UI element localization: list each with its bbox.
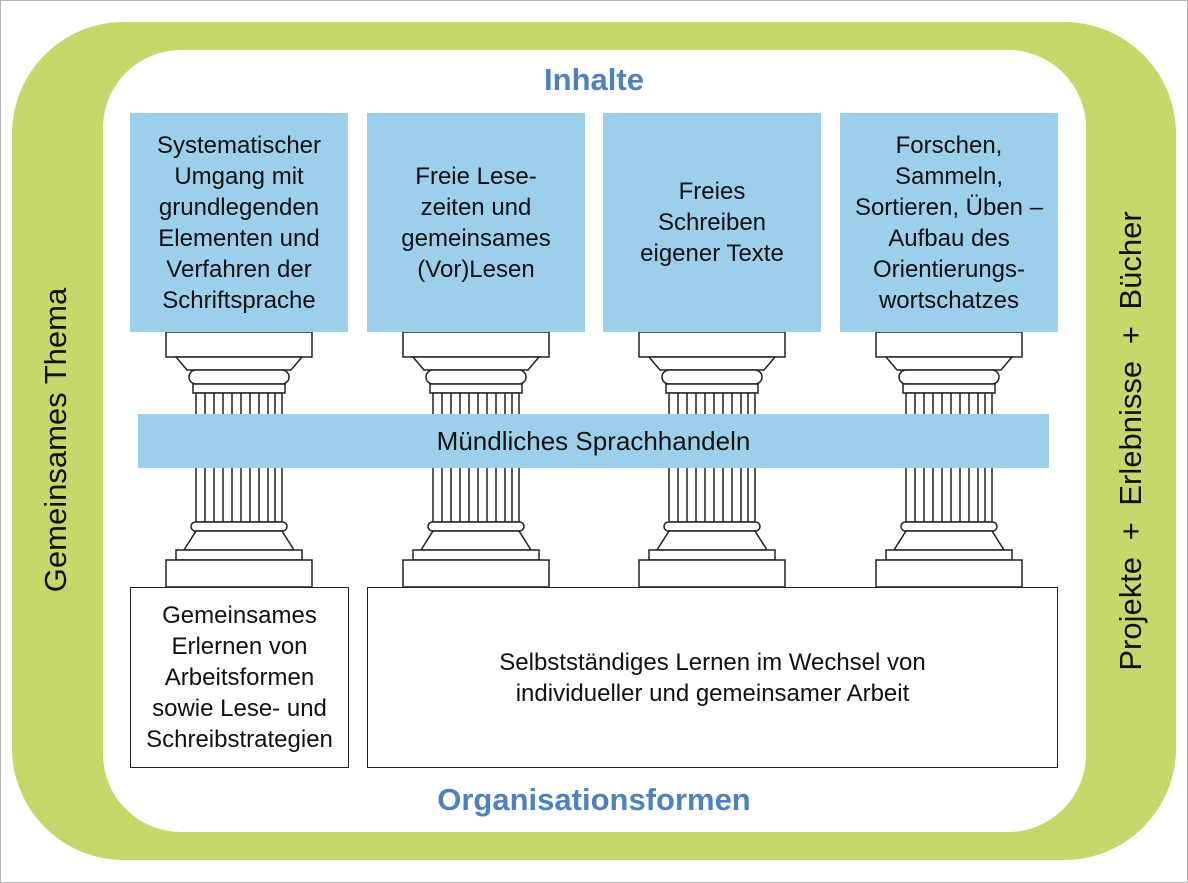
- content-box-text: Forschen, Sammeln, Sortieren, Üben – Auf…: [854, 131, 1044, 314]
- organisation-box-1: Gemeinsames Erlernen von Arbeitsformen s…: [130, 587, 349, 768]
- organisation-box-2: Selbstständiges Lernen im Wechsel von in…: [367, 587, 1058, 768]
- organisation-title: Organisationsformen: [437, 782, 751, 817]
- content-box-text: Systematischer Umgang mit grundlegenden …: [156, 131, 322, 314]
- organisation-box-text: Gemeinsames Erlernen von Arbeitsformen s…: [146, 602, 333, 753]
- content-box-text: Freie Lese- zeiten und gemeinsames (Vor)…: [401, 162, 551, 283]
- content-box-text: Freies Schreiben eigener Texte: [640, 178, 784, 267]
- organisation-box-text: Selbstständiges Lernen im Wechsel von in…: [499, 648, 926, 707]
- content-box-3: Freies Schreiben eigener Texte: [603, 113, 821, 332]
- band-text: Mündliches Sprachhandeln: [436, 425, 751, 456]
- content-title: Inhalte: [544, 62, 644, 97]
- oral-language-band: Mündliches Sprachhandeln: [138, 414, 1049, 468]
- content-box-4: Forschen, Sammeln, Sortieren, Üben – Auf…: [840, 113, 1058, 332]
- content-box-2: Freie Lese- zeiten und gemeinsames (Vor)…: [367, 113, 585, 332]
- content-box-1: Systematischer Umgang mit grundlegenden …: [130, 113, 348, 332]
